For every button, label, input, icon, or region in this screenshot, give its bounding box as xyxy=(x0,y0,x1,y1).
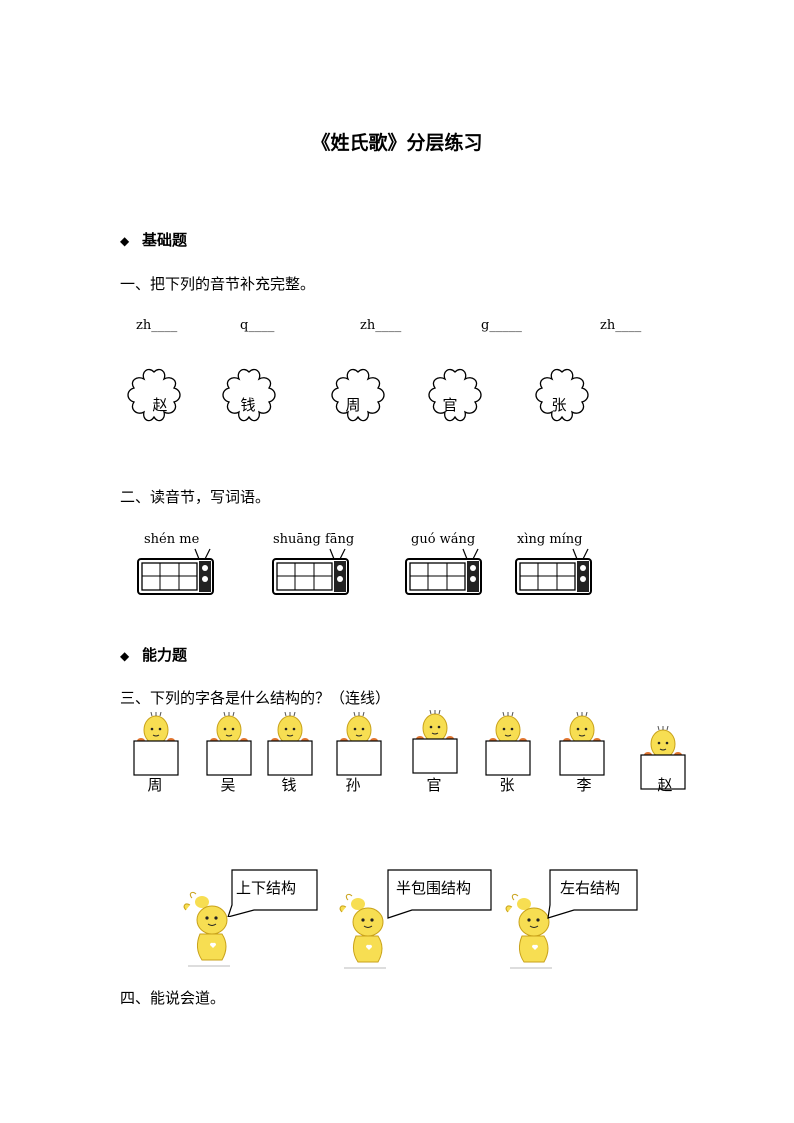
speech-bubble-icon xyxy=(387,869,492,919)
flower-outline-icon xyxy=(535,368,589,422)
flower-card: 赵 xyxy=(124,366,181,424)
pot-character: 官 xyxy=(426,776,442,794)
question-2-text: 二、读音节，写词语。 xyxy=(120,488,271,506)
pot-character: 赵 xyxy=(657,776,673,794)
section-label: 基础题 xyxy=(142,231,188,249)
chick-in-pot-icon xyxy=(336,712,382,776)
flower-outline-icon xyxy=(331,368,385,422)
page-title: 《姓氏歌》分层练习 xyxy=(311,132,483,154)
structure-label: 半包围结构 xyxy=(396,879,472,897)
diamond-bullet-icon: ◆ xyxy=(120,234,130,248)
structure-bubble[interactable]: 上下结构 xyxy=(222,869,322,917)
tv-writing-grid[interactable] xyxy=(405,545,483,597)
question-4-text: 四、能说会道。 xyxy=(120,989,226,1007)
pot-character: 钱 xyxy=(281,776,297,794)
chick-pot-card[interactable]: 吴 xyxy=(205,712,255,794)
flower-card: 周 xyxy=(328,366,385,424)
chick-pot-card[interactable]: 孙 xyxy=(335,712,385,794)
syllable-blank[interactable]: zh____ xyxy=(600,318,642,333)
tv-writing-grid[interactable] xyxy=(515,545,593,597)
syllable-blank[interactable]: zh____ xyxy=(360,318,402,333)
flower-card: 钱 xyxy=(219,366,276,424)
flower-character: 周 xyxy=(345,396,361,414)
chick-in-pot-icon xyxy=(485,712,531,776)
structure-bubble[interactable]: 左右结构 xyxy=(540,869,640,919)
pot-character: 吴 xyxy=(220,776,236,794)
section-label: 能力题 xyxy=(142,646,188,664)
chick-pot-card[interactable]: 张 xyxy=(484,712,534,794)
question-1-text: 一、把下列的音节补充完整。 xyxy=(120,275,316,293)
chick-in-pot-icon xyxy=(559,712,605,776)
flower-character: 张 xyxy=(551,396,567,414)
pinyin-label: shén me xyxy=(144,532,200,547)
chick-in-pot-icon xyxy=(267,712,313,776)
section-heading-ability: ◆ 能力题 xyxy=(120,644,187,665)
structure-label: 左右结构 xyxy=(560,879,621,897)
mascot-chick-icon xyxy=(339,893,386,969)
chick-pot-card[interactable]: 周 xyxy=(132,712,182,794)
pot-character: 周 xyxy=(147,776,163,794)
pot-character: 孙 xyxy=(345,776,361,794)
structure-label: 上下结构 xyxy=(236,879,297,897)
chick-in-pot-icon xyxy=(640,726,686,790)
speech-bubble-icon xyxy=(547,869,638,919)
section-heading-basic: ◆ 基础题 xyxy=(120,229,187,250)
chick-pot-card[interactable]: 官 xyxy=(411,710,461,794)
flower-character: 官 xyxy=(442,396,458,414)
mascot-chick-icon xyxy=(183,891,230,967)
mascot-chick-icon xyxy=(505,893,552,969)
syllable-blank[interactable]: zh____ xyxy=(136,318,178,333)
pot-character: 张 xyxy=(499,776,515,794)
syllable-blank[interactable]: g_____ xyxy=(481,318,522,333)
question-3-text: 三、下列的字各是什么结构的？（连线） xyxy=(120,689,391,707)
pinyin-label: shuāng fāng xyxy=(273,532,355,547)
flower-character: 钱 xyxy=(240,396,256,414)
flower-card: 官 xyxy=(425,366,482,424)
chick-in-pot-icon xyxy=(206,712,252,776)
flower-character: 赵 xyxy=(152,396,168,414)
flower-outline-icon xyxy=(222,368,276,422)
pinyin-label: guó wáng xyxy=(411,532,476,547)
chick-in-pot-icon xyxy=(133,712,179,776)
chick-pot-card[interactable]: 李 xyxy=(558,712,608,794)
pot-character: 李 xyxy=(576,776,592,794)
structure-bubble[interactable]: 半包围结构 xyxy=(378,869,496,919)
chick-pot-card[interactable]: 赵 xyxy=(639,726,689,806)
flower-outline-icon xyxy=(127,368,181,422)
pinyin-label: xìng míng xyxy=(517,532,583,547)
flower-outline-icon xyxy=(428,368,482,422)
tv-writing-grid[interactable] xyxy=(137,545,215,597)
diamond-bullet-icon: ◆ xyxy=(120,649,130,663)
chick-in-pot-icon xyxy=(412,710,458,774)
chick-pot-card[interactable]: 钱 xyxy=(266,712,316,794)
speech-bubble-icon xyxy=(227,869,318,917)
syllable-blank[interactable]: q____ xyxy=(240,318,275,333)
flower-card: 张 xyxy=(532,366,589,424)
tv-writing-grid[interactable] xyxy=(272,545,350,597)
